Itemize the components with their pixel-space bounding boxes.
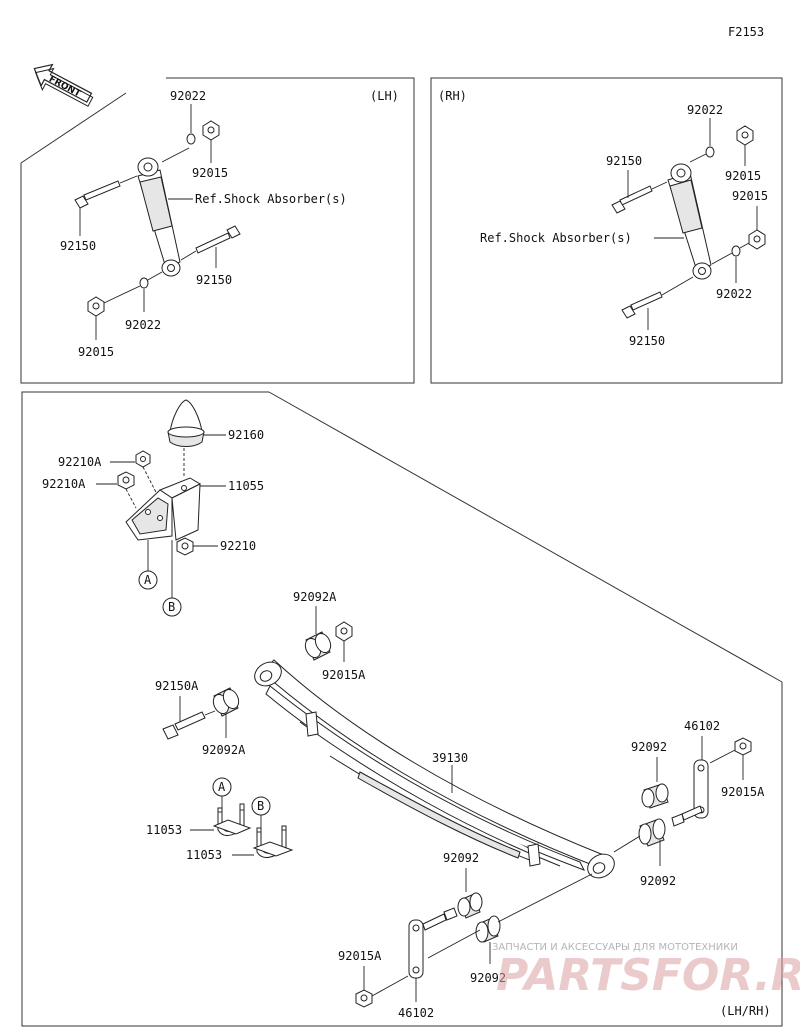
watermark-small: ЗАПЧАСТИ И АКСЕССУАРЫ ДЛЯ МОТОТЕХНИКИ xyxy=(492,942,738,953)
watermark: ЗАПЧАСТИ И АКСЕССУАРЫ ДЛЯ МОТОТЕХНИКИ PA… xyxy=(492,942,800,1001)
part-label-bushing-mid: 92092 xyxy=(443,851,479,865)
figure-code: F2153 xyxy=(728,25,764,39)
bump-stop-icon xyxy=(167,399,205,447)
part-label-rh-nut-bottom: 92015 xyxy=(732,189,768,203)
part-label-nut-a-bottom: 92210A xyxy=(42,477,86,491)
u-bolt-icon xyxy=(252,825,294,858)
callout-b xyxy=(162,597,182,617)
part-label-nut-15a-bottom: 92015A xyxy=(338,949,382,963)
part-label-rh-washer-bottom: 92022 xyxy=(716,287,752,301)
nut-icon xyxy=(202,120,220,141)
part-label-lh-washer-top: 92022 xyxy=(170,89,206,103)
washer-icon xyxy=(705,146,715,158)
panel-spring-tag: (LH/RH) xyxy=(720,1004,771,1018)
shackle-icon xyxy=(408,907,458,979)
panel-lh-tag: (LH) xyxy=(370,89,399,103)
nut-icon xyxy=(355,989,373,1008)
bushing-icon xyxy=(304,631,332,661)
washer-icon xyxy=(186,133,196,145)
nut-icon xyxy=(87,296,105,317)
part-label-bracket: 11055 xyxy=(228,479,264,493)
part-label-bushing-right-bottom: 92092 xyxy=(640,874,676,888)
panel-spring: (LH/RH) 92160 92210A 92210A xyxy=(21,391,783,1027)
washer-icon xyxy=(731,245,741,257)
part-label-lh-bolt-bottom: 92150 xyxy=(196,273,232,287)
nut-icon xyxy=(117,471,135,490)
part-label-nut-a-top: 92210A xyxy=(58,455,102,469)
ref-label-lh: Ref.Shock Absorber(s) xyxy=(195,192,347,206)
part-label-lh-washer-bottom: 92022 xyxy=(125,318,161,332)
part-label-nut-b: 92210 xyxy=(220,539,256,553)
nut-icon xyxy=(135,450,151,468)
bolt-icon xyxy=(162,711,206,740)
watermark-logo: PARTSFOR.RU xyxy=(496,950,800,1001)
callout-a xyxy=(138,570,158,590)
part-label-lh-nut-bottom: 92015 xyxy=(78,345,114,359)
part-label-bolt-150a: 92150A xyxy=(155,679,199,693)
part-label-bushing-right-top: 92092 xyxy=(631,740,667,754)
part-label-bump-stop: 92160 xyxy=(228,428,264,442)
nut-icon xyxy=(335,621,353,642)
part-label-nut-15a-top: 92015A xyxy=(322,668,366,682)
bushing-icon xyxy=(475,915,501,943)
nut-icon xyxy=(176,537,194,556)
bushing-icon xyxy=(641,783,669,809)
panel-rh-tag: (RH) xyxy=(438,89,467,103)
bolt-icon xyxy=(611,185,653,214)
callout-a-ubolt-label: A xyxy=(218,780,226,794)
callout-b-label: B xyxy=(168,600,175,614)
nut-icon xyxy=(748,229,766,250)
part-label-shackle-right: 46102 xyxy=(684,719,720,733)
part-label-rh-nut-top: 92015 xyxy=(725,169,761,183)
leaf-spring-icon xyxy=(254,659,615,879)
bushing-icon xyxy=(638,818,666,847)
callout-a-label: A xyxy=(144,573,152,587)
panel-rh: (RH) 92022 92015 92150 Ref.Shock xyxy=(430,77,783,384)
bolt-icon xyxy=(621,291,663,319)
panel-lh: (LH) 92022 92015 92150 Ref.S xyxy=(20,77,415,384)
washer-icon xyxy=(139,277,149,289)
bracket-icon xyxy=(125,477,202,541)
part-label-bushing-low: 92092 xyxy=(470,971,506,985)
u-bolt-icon xyxy=(212,803,252,836)
part-label-shackle-bottom: 46102 xyxy=(398,1006,434,1020)
part-label-bushing-a-left: 92092A xyxy=(202,743,246,757)
front-arrow-icon: FRONT xyxy=(33,63,94,107)
shock-absorber-lh xyxy=(137,157,181,277)
bushing-icon xyxy=(457,892,483,919)
part-label-lh-nut-top: 92015 xyxy=(192,166,228,180)
part-label-lh-bolt-top: 92150 xyxy=(60,239,96,253)
part-label-rh-bolt-bottom: 92150 xyxy=(629,334,665,348)
ref-label-rh: Ref.Shock Absorber(s) xyxy=(480,231,632,245)
callout-b-ubolt-label: B xyxy=(257,799,264,813)
part-label-ubolt-b: 11053 xyxy=(186,848,222,862)
part-label-leaf-spring: 39130 xyxy=(432,751,468,765)
part-label-rh-washer-top: 92022 xyxy=(687,103,723,117)
shock-absorber-rh xyxy=(667,163,712,280)
part-label-bushing-a-top: 92092A xyxy=(293,590,337,604)
bushing-icon xyxy=(212,687,240,717)
part-label-nut-15a-right: 92015A xyxy=(721,785,765,799)
bolt-icon xyxy=(195,225,241,254)
shackle-icon xyxy=(671,759,709,827)
bolt-icon xyxy=(74,180,121,209)
part-label-rh-bolt-top: 92150 xyxy=(606,154,642,168)
part-label-ubolt-a: 11053 xyxy=(146,823,182,837)
nut-icon xyxy=(734,737,752,756)
nut-icon xyxy=(736,125,754,146)
